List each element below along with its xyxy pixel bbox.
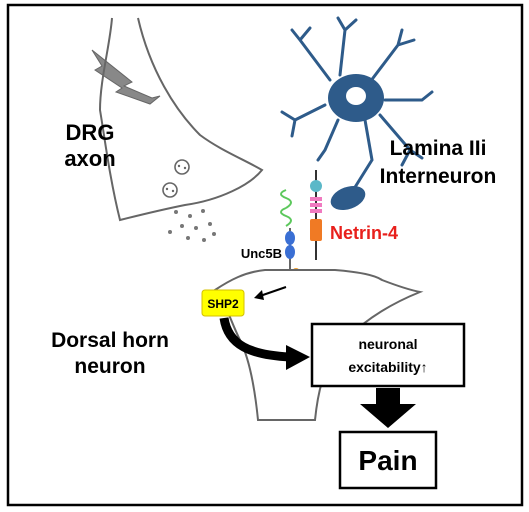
pain-label: Pain — [358, 445, 417, 476]
synaptic-vesicles — [162, 159, 190, 198]
down-block-arrow — [360, 388, 416, 428]
drg-axon-terminal — [98, 17, 264, 222]
excitability-label-line1: neuronal — [358, 336, 417, 352]
unc5b-label: Unc5B — [241, 246, 282, 261]
unc5b-ig-domain-1 — [280, 189, 292, 209]
netrin-domain-1 — [310, 180, 322, 192]
drg-label-line2: axon — [64, 146, 115, 171]
activation-arrow-head — [254, 290, 264, 300]
lamina-label-line2: Interneuron — [380, 165, 497, 188]
lamina-label-line1: Lamina IIi — [390, 137, 487, 160]
netrin-domain-3 — [310, 219, 322, 241]
interneuron-terminal — [330, 185, 366, 211]
dorsal-horn-label-line2: neuron — [74, 355, 145, 378]
signal-arrow-shaft — [219, 317, 291, 362]
netrin-label: Netrin-4 — [330, 223, 398, 243]
neurotransmitter-dots — [168, 209, 216, 242]
unc5b-domain-2 — [285, 245, 295, 259]
interneuron-cell — [280, 16, 434, 194]
unc5b-ig-domain-2 — [280, 207, 292, 227]
shp2-label: SHP2 — [207, 297, 239, 311]
activation-arrow-shaft — [259, 286, 287, 297]
figure-frame — [6, 3, 524, 507]
signal-arrow-head — [286, 345, 310, 370]
interneuron-nucleus — [346, 87, 366, 105]
drg-label-line1: DRG — [66, 120, 115, 145]
netrin-domain-2 — [310, 197, 322, 213]
excitability-label-line2: excitability↑ — [348, 359, 427, 375]
excitability-box — [310, 322, 466, 388]
lightning-bolt-icon — [91, 49, 161, 105]
shp2-box — [201, 289, 245, 317]
unc5b-domain-1 — [285, 231, 295, 245]
dorsal-horn-label-line1: Dorsal horn — [51, 329, 169, 352]
pain-box — [338, 430, 438, 490]
